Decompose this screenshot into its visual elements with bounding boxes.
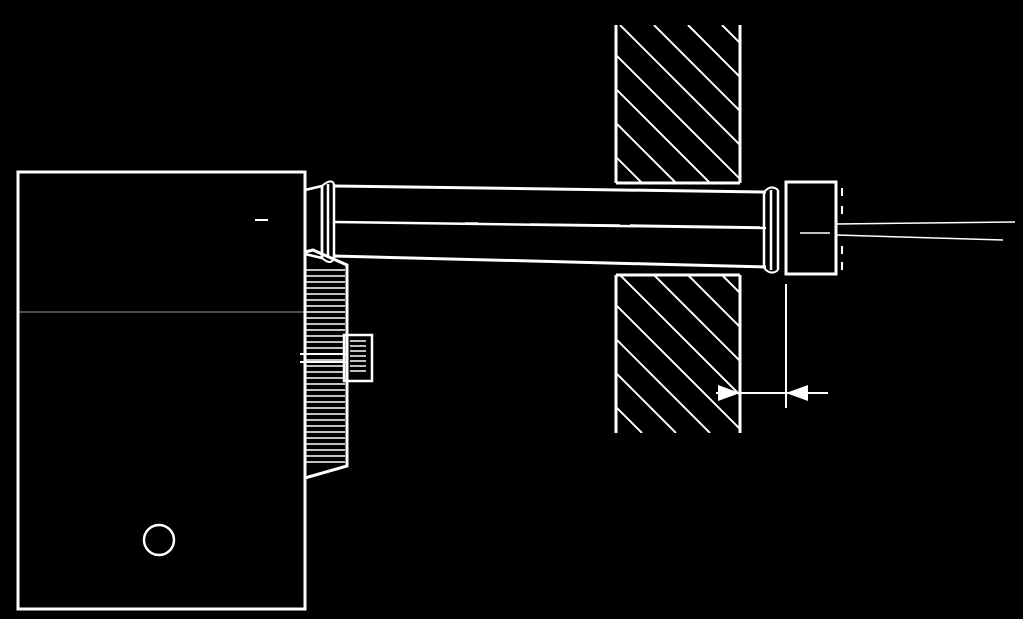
arrow-right-icon <box>718 385 740 401</box>
hatch-line <box>721 25 740 45</box>
burner-housing <box>16 170 307 611</box>
hatch-line <box>616 155 643 183</box>
hatch-line <box>616 371 677 433</box>
hatch-line <box>653 275 740 363</box>
hatch-line <box>616 303 740 431</box>
center-axis <box>465 221 1016 241</box>
hatch-line <box>450 25 608 183</box>
hatch-line <box>616 337 711 433</box>
connector-block <box>342 333 374 383</box>
hatch-line <box>616 121 677 183</box>
hatch-line <box>756 25 914 183</box>
hatch-line <box>687 275 740 329</box>
dimension-arrows <box>718 385 808 401</box>
wall-section <box>416 25 914 433</box>
dimension-marker <box>716 284 828 408</box>
hatch-line <box>721 275 740 295</box>
hatch-line <box>653 25 740 113</box>
hatch-line <box>416 275 574 433</box>
hatch-line <box>619 275 740 397</box>
hatch-line <box>416 25 574 183</box>
hatch-line <box>756 275 914 433</box>
blast-tube <box>333 184 767 269</box>
hatch-line <box>616 87 711 183</box>
mounting-flange <box>300 248 349 480</box>
hatch-line <box>450 275 608 433</box>
sight-hole-icon <box>142 523 176 557</box>
hatch-line <box>616 53 740 181</box>
nozzle-head <box>784 180 838 276</box>
hatch-line <box>619 25 740 147</box>
tube-collar <box>304 180 336 263</box>
hatch-line <box>616 405 643 433</box>
nozzle-assembly <box>762 180 843 276</box>
wall-upper <box>416 25 914 185</box>
hatch-line <box>687 25 740 79</box>
arrow-left-icon <box>786 385 808 401</box>
wall-lower <box>416 273 914 433</box>
